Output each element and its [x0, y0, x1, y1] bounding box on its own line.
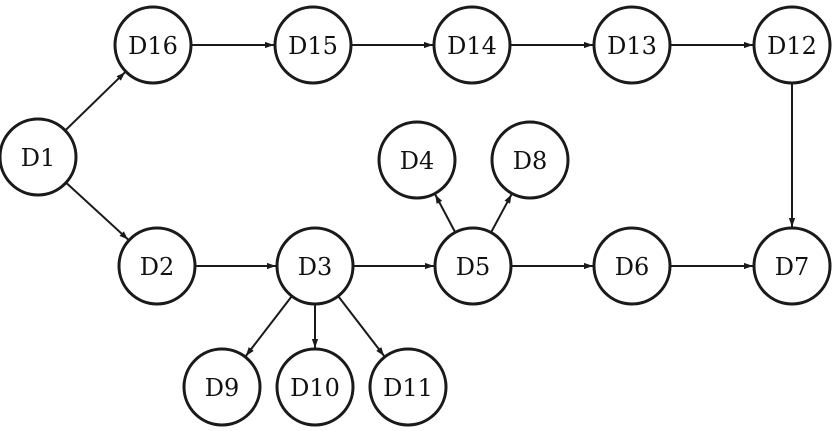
- node-circle: [490, 120, 570, 200]
- edge-d5-to-d8: [490, 193, 513, 234]
- node-d2: D2: [117, 226, 197, 306]
- node-d10: D10: [275, 347, 355, 427]
- edge-d1-to-d2: [65, 181, 129, 241]
- node-d5: D5: [433, 226, 513, 306]
- arrow: [244, 295, 293, 357]
- node-d12: D12: [752, 5, 832, 85]
- node-d11: D11: [368, 347, 448, 427]
- node-label: D13: [607, 32, 657, 60]
- node-label: D6: [615, 253, 650, 281]
- node-d15: D15: [273, 5, 353, 85]
- node-d4: D4: [377, 120, 457, 200]
- node-d6: D6: [592, 226, 672, 306]
- node-label: D2: [140, 253, 175, 281]
- arrow: [64, 71, 126, 132]
- edge-d1-to-d16: [64, 71, 126, 132]
- edges: [64, 41, 796, 357]
- node-label: D1: [21, 144, 56, 172]
- arrow: [434, 194, 457, 233]
- arrow: [337, 295, 386, 357]
- node-d8: D8: [490, 120, 570, 200]
- node-d9: D9: [182, 347, 262, 427]
- node-circle: [182, 347, 262, 427]
- node-circle: [113, 5, 193, 85]
- node-circle: [433, 226, 513, 306]
- node-label: D15: [288, 32, 338, 60]
- node-label: D4: [400, 147, 435, 175]
- node-circle: [273, 5, 353, 85]
- node-label: D7: [775, 253, 810, 281]
- node-d16: D16: [113, 5, 193, 85]
- node-label: D16: [128, 32, 178, 60]
- node-label: D11: [383, 374, 433, 402]
- node-label: D12: [767, 32, 817, 60]
- node-label: D8: [513, 147, 548, 175]
- node-d14: D14: [432, 5, 512, 85]
- node-circle: [592, 5, 672, 85]
- node-label: D5: [456, 253, 491, 281]
- node-d3: D3: [275, 226, 355, 306]
- node-d1: D1: [0, 117, 78, 197]
- node-circle: [752, 5, 832, 85]
- edge-d3-to-d9: [244, 295, 293, 357]
- node-circle: [275, 226, 355, 306]
- node-circle: [592, 226, 672, 306]
- edge-d3-to-d11: [337, 295, 386, 357]
- node-circle: [752, 226, 832, 306]
- node-circle: [117, 226, 197, 306]
- arrow: [65, 181, 129, 241]
- node-circle: [377, 120, 457, 200]
- edge-d5-to-d4: [434, 194, 457, 233]
- node-label: D14: [447, 32, 497, 60]
- node-d7: D7: [752, 226, 832, 306]
- node-label: D9: [205, 374, 240, 402]
- node-circle: [275, 347, 355, 427]
- node-d13: D13: [592, 5, 672, 85]
- node-circle: [432, 5, 512, 85]
- node-label: D3: [298, 253, 333, 281]
- arrow: [490, 193, 513, 234]
- node-label: D10: [290, 374, 340, 402]
- node-circle: [368, 347, 448, 427]
- node-circle: [0, 117, 78, 197]
